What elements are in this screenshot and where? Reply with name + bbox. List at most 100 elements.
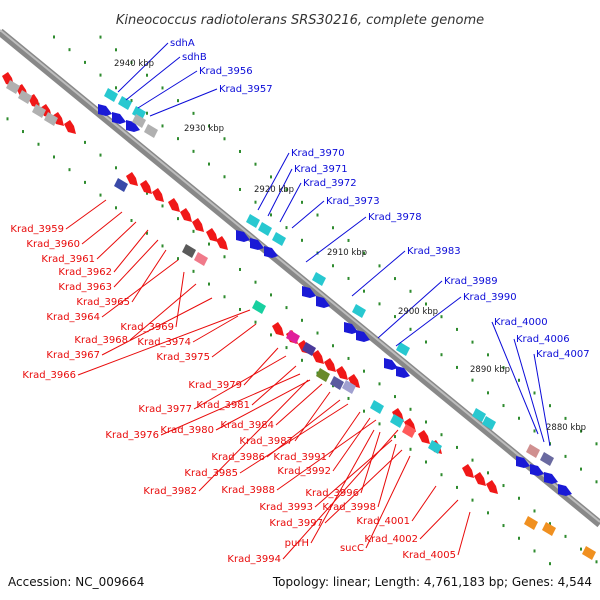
- tick-dot: [301, 200, 303, 204]
- label-leader-line: [113, 229, 149, 273]
- gene-label[interactable]: Krad_3963: [58, 282, 112, 293]
- label-leader-line: [294, 391, 331, 442]
- tick-dot: [53, 35, 55, 39]
- label-leader-line: [395, 296, 462, 347]
- gene-label[interactable]: Krad_4007: [536, 349, 590, 360]
- reverse-gene-arrow: [180, 208, 192, 222]
- tick-dot: [425, 340, 427, 344]
- gene-label[interactable]: Krad_3964: [46, 312, 100, 323]
- tick-dot: [456, 365, 458, 369]
- gene-label[interactable]: Krad_3957: [219, 84, 273, 95]
- tick-dot: [394, 435, 396, 439]
- label-leader-line: [125, 56, 181, 101]
- label-leader-line: [377, 280, 443, 339]
- gene-label[interactable]: Krad_3961: [41, 254, 95, 265]
- gene-label[interactable]: Krad_3993: [259, 502, 313, 513]
- forward-gene-arrow: [98, 104, 112, 116]
- tick-dot: [378, 302, 381, 306]
- gene-label[interactable]: Krad_3977: [138, 404, 192, 415]
- gene-label[interactable]: Krad_3997: [269, 518, 323, 529]
- gene-label[interactable]: Krad_4000: [494, 317, 548, 328]
- gene-label[interactable]: Krad_3967: [46, 350, 100, 361]
- gene-label[interactable]: Krad_3980: [160, 425, 214, 436]
- gene-label[interactable]: Krad_3990: [463, 292, 517, 303]
- tick-dot: [533, 391, 536, 395]
- gene-label[interactable]: Krad_3975: [156, 352, 210, 363]
- label-leader-line: [101, 259, 179, 318]
- gene-label[interactable]: Krad_3994: [227, 554, 281, 565]
- tick-dot: [301, 358, 303, 362]
- gene-label[interactable]: Krad_3978: [368, 212, 422, 223]
- gene-block: [114, 178, 128, 192]
- tick-dot: [301, 238, 303, 242]
- gene-label[interactable]: Krad_3996: [305, 488, 359, 499]
- gene-label[interactable]: Krad_3988: [221, 485, 275, 496]
- gene-block: [44, 112, 58, 126]
- reverse-gene-arrow: [324, 358, 336, 372]
- gene-label[interactable]: sdhA: [170, 38, 195, 49]
- gene-label[interactable]: Krad_3970: [291, 148, 345, 159]
- tick-dot: [223, 175, 226, 179]
- gene-label[interactable]: Krad_4002: [364, 534, 418, 545]
- gene-label[interactable]: Krad_4001: [356, 516, 410, 527]
- tick-dot: [332, 226, 334, 230]
- tick-dot: [518, 416, 520, 420]
- gene-label[interactable]: Krad_4006: [516, 334, 570, 345]
- gene-label[interactable]: sucC: [340, 543, 364, 554]
- gene-label[interactable]: Krad_3968: [74, 335, 128, 346]
- gene-label[interactable]: Krad_3976: [105, 430, 159, 441]
- gene-label[interactable]: Krad_3979: [188, 380, 242, 391]
- gene-label[interactable]: Krad_3969: [120, 322, 174, 333]
- gene-label[interactable]: sdhB: [182, 52, 207, 63]
- gene-label[interactable]: Krad_3987: [239, 436, 293, 447]
- gene-label[interactable]: Krad_3983: [407, 246, 461, 257]
- gene-label[interactable]: Krad_3966: [22, 370, 76, 381]
- tick-dot: [378, 422, 381, 426]
- label-leader-line: [351, 250, 406, 297]
- gene-label[interactable]: Krad_3991: [273, 452, 327, 463]
- tick-dot: [487, 511, 489, 515]
- tick-dot: [363, 251, 365, 255]
- tick-dot: [549, 522, 551, 526]
- gene-label[interactable]: Krad_3998: [322, 502, 376, 513]
- tick-dot: [130, 219, 133, 223]
- label-leader-line: [257, 152, 290, 211]
- gene-block: [402, 424, 416, 438]
- gene-label[interactable]: Krad_3972: [303, 178, 357, 189]
- tick-dot: [487, 471, 489, 475]
- gene-label[interactable]: Krad_3989: [444, 276, 498, 287]
- gene-label[interactable]: Krad_3984: [220, 420, 274, 431]
- gene-label[interactable]: purH: [285, 538, 309, 549]
- tick-dot: [363, 409, 365, 413]
- gene-label[interactable]: Krad_3985: [184, 468, 238, 479]
- tick-dot: [146, 231, 148, 235]
- tick-dot: [53, 155, 55, 159]
- gene-label[interactable]: Krad_3959: [10, 224, 64, 235]
- gene-label[interactable]: Krad_3956: [199, 66, 253, 77]
- tick-dot: [254, 320, 257, 324]
- gene-label[interactable]: Krad_3962: [58, 267, 112, 278]
- tick-dot: [549, 562, 551, 566]
- tick-dot: [533, 549, 536, 553]
- tick-dot: [270, 175, 272, 179]
- tick-dot: [502, 366, 505, 370]
- reverse-gene-arrow: [126, 172, 138, 186]
- tick-dot: [409, 327, 412, 331]
- gene-block: [302, 342, 316, 356]
- gene-label[interactable]: Krad_3960: [26, 239, 80, 250]
- gene-label[interactable]: Krad_3986: [211, 452, 265, 463]
- tick-dot: [177, 257, 179, 261]
- gene-label[interactable]: Krad_3992: [277, 466, 331, 477]
- reverse-gene-arrow: [206, 228, 218, 242]
- gene-block: [252, 300, 266, 314]
- gene-label[interactable]: Krad_3965: [76, 297, 130, 308]
- tick-dot: [440, 353, 443, 357]
- gene-label[interactable]: Krad_3982: [143, 486, 197, 497]
- gene-label[interactable]: Krad_3971: [294, 164, 348, 175]
- gene-label[interactable]: Krad_3981: [196, 400, 250, 411]
- gene-label[interactable]: Krad_3974: [137, 337, 191, 348]
- kbp-marker-label: 2930 kbp: [184, 124, 224, 134]
- gene-label[interactable]: Krad_3973: [326, 196, 380, 207]
- forward-gene-arrow: [558, 484, 572, 496]
- gene-label[interactable]: Krad_4005: [402, 550, 456, 561]
